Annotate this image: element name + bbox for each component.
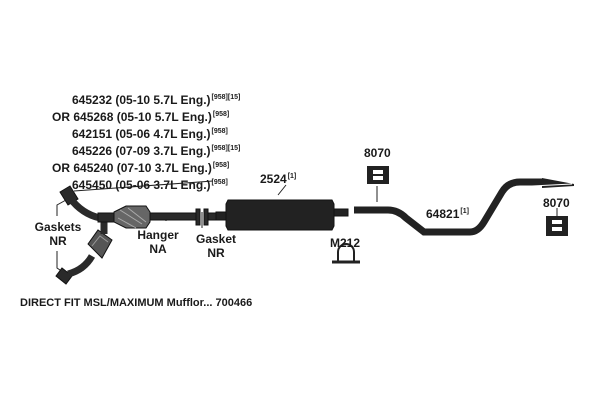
mid-flange-right [203,208,209,226]
muffler [215,199,349,231]
clamp-label: M212 [330,236,361,250]
part-number-4: 645226 (07-09 3.7L Eng.)[958][15] [72,144,241,158]
footer-text: DIRECT FIT MSL/MAXIMUM Mufflor... 700466 [20,297,253,309]
hanger-8070-top [367,166,389,184]
tailpipe-label: 64821[1] [426,207,469,221]
clamp-ubolt [337,243,355,262]
tail-pipe-tip [542,178,574,188]
main-converter [113,205,151,229]
leader-line-gaskets-upper [56,199,67,216]
part-number-3: 642151 (05-06 4.7L Eng.)[958] [72,127,228,141]
hanger-right-label: 8070 [543,196,570,210]
mid-pipe [149,212,197,221]
part-number-6: 645450 (05-06 3.7L Eng.)[958] [72,178,228,192]
clamp-m212 [332,243,360,264]
hanger-label: Hanger NA [137,228,179,256]
lower-pipe [67,254,96,278]
hanger-8070-right [546,216,568,236]
lower-converter [87,229,113,259]
mid-flange-left [195,208,201,226]
gaskets-left-label: Gaskets NR [34,220,82,248]
y-pipe-assembly [55,185,221,285]
muffler-body [225,199,335,231]
tail-pipe [354,178,574,236]
hanger-top-label: 8070 [364,146,391,160]
leader-line-part-numbers [73,180,214,192]
leader-line-muffler [277,184,287,196]
muffler-outlet [333,208,349,217]
tail-pipe-body [354,178,544,236]
upper-pipe [67,195,101,222]
part-number-2: OR 645268 (05-10 5.7L Eng.)[958] [52,110,230,124]
gasket-mid-label: Gasket NR [195,232,237,260]
part-number-1: 645232 (05-10 5.7L Eng.)[958][15] [72,93,241,107]
muffler-label: 2524[1] [260,172,297,186]
part-number-5: OR 645240 (07-10 3.7L Eng.)[958] [52,161,230,175]
